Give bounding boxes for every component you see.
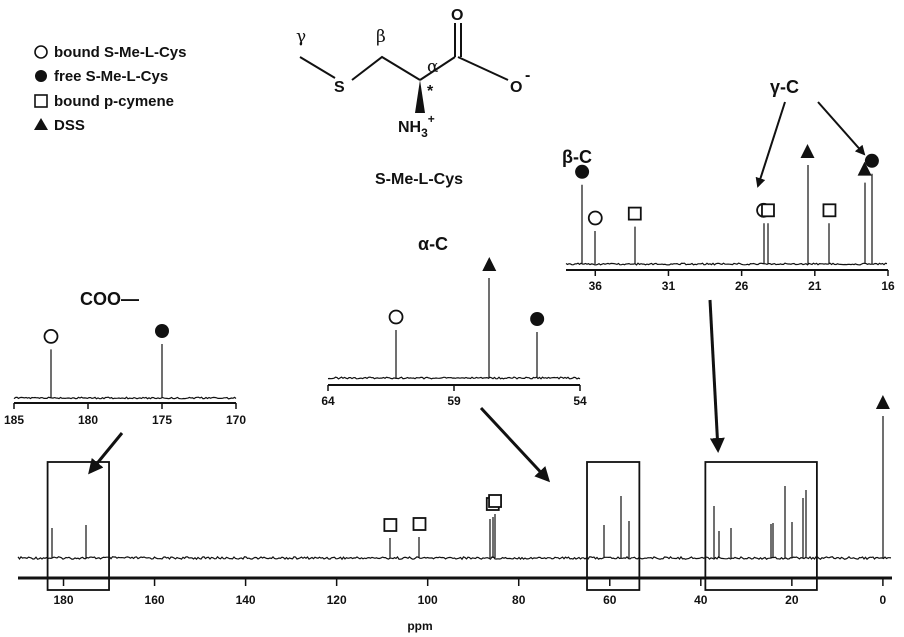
structure-name: S-Me-L-Cys	[375, 171, 463, 188]
x-tick-label: 140	[236, 593, 256, 607]
peak-marker-bound-cys	[587, 210, 603, 226]
inset-gamma-title: γ-C	[770, 77, 799, 97]
highlight-box	[704, 461, 818, 591]
legend-marker-free-cys	[35, 70, 47, 82]
inset-beta-title: β-C	[562, 147, 592, 167]
structure-bond-c-ominus	[457, 56, 509, 81]
structure-oxygen-minus: O	[510, 79, 522, 96]
inset-betagamma-panel: β-C γ-C 36 31 26 21 16	[562, 77, 895, 293]
gamma-arrow-right	[817, 101, 866, 156]
connector-arrow-alpha	[479, 406, 551, 483]
main-peak-markers	[383, 395, 890, 532]
x-tick-label: 59	[447, 394, 461, 408]
peak-marker-bound-cymene	[761, 203, 775, 218]
x-tick-label: 80	[512, 593, 526, 607]
peak-marker-bound-cymene	[383, 518, 398, 532]
structure-beta-label: β	[376, 27, 386, 47]
legend-marker-bound-cys	[34, 45, 48, 59]
highlight-box	[46, 461, 110, 591]
structure-amine: NH3+	[398, 112, 435, 140]
main-spectrum-panel: 180 160 140 120 100 80 60 40 20 0 ppm	[17, 395, 892, 633]
peak-marker-bound-cymene	[627, 206, 642, 221]
peak-marker-free-cys	[575, 164, 590, 179]
x-tick-label: 0	[880, 593, 887, 607]
connector-arrows	[88, 299, 725, 483]
inset-betagamma-markers	[575, 144, 879, 226]
inset-coo-panel: COO— 185 180 175 170	[4, 289, 246, 427]
inset-coo-title: COO—	[80, 289, 139, 309]
inset-alpha-title: α-C	[418, 234, 448, 254]
peak-marker-bound-cymene	[412, 517, 427, 531]
peak-marker-bound-cys	[43, 328, 59, 344]
legend-label: bound S-Me-L-Cys	[54, 44, 187, 61]
x-tick-label: 60	[603, 593, 617, 607]
chemical-structure: γ β α S O O - * NH3+ S-Me-L-Cys	[296, 7, 530, 188]
legend-marker-bound-cymene	[34, 94, 48, 108]
inset-alpha-ticks: 64 59 54	[321, 385, 587, 408]
x-tick-label: 54	[573, 394, 587, 408]
peak-marker-dss	[482, 257, 497, 271]
inset-coo-ticks: 185 180 175 170	[4, 403, 246, 427]
structure-alpha-label: α	[427, 57, 439, 77]
structure-charge-minus: -	[525, 67, 530, 84]
x-tick-label: 31	[662, 279, 676, 293]
x-tick-label: 185	[4, 413, 24, 427]
peak-marker-free-cys	[864, 153, 879, 168]
connector-arrow-betagamma	[708, 299, 725, 453]
structure-bond-s-cb-ca	[351, 55, 421, 81]
x-tick-label: 64	[321, 394, 335, 408]
x-tick-label: 180	[54, 593, 74, 607]
peak-marker-free-cys	[530, 312, 545, 326]
structure-gamma-label: γ	[296, 27, 306, 47]
structure-sulfur: S	[334, 79, 345, 96]
inset-coo-trace	[13, 344, 237, 400]
connector-arrow-coo	[88, 432, 124, 475]
inset-alpha-panel: α-C 64 59 54	[321, 234, 587, 408]
x-tick-label: 175	[152, 413, 172, 427]
main-x-axis-title: ppm	[407, 619, 432, 633]
x-tick-label: 36	[589, 279, 603, 293]
structure-chiral-star: *	[427, 83, 434, 100]
structure-bond-ch3-s	[299, 56, 336, 79]
x-tick-label: 21	[808, 279, 822, 293]
x-tick-label: 160	[145, 593, 165, 607]
peak-marker-dss	[875, 395, 890, 409]
main-x-axis-ticks: 180 160 140 120 100 80 60 40 20 0	[54, 578, 887, 607]
legend-label: bound p-cymene	[54, 93, 174, 110]
structure-wedge-bond	[415, 80, 425, 113]
gamma-arrow-left	[755, 101, 786, 188]
peak-marker-bound-cymene	[822, 203, 837, 218]
peak-marker-free-cys	[155, 324, 169, 338]
inset-alpha-markers	[388, 257, 545, 326]
x-tick-label: 100	[418, 593, 438, 607]
x-tick-label: 120	[327, 593, 347, 607]
highlight-boxes	[46, 461, 818, 591]
x-tick-label: 16	[881, 279, 895, 293]
x-tick-label: 20	[785, 593, 799, 607]
legend-label: free S-Me-L-Cys	[54, 68, 168, 85]
structure-oxygen: O	[451, 7, 463, 24]
x-tick-label: 40	[694, 593, 708, 607]
x-tick-label: 26	[735, 279, 749, 293]
peak-marker-bound-cys	[388, 309, 404, 325]
peak-marker-bound-cymene	[488, 494, 502, 508]
inset-coo-markers	[43, 324, 169, 344]
inset-betagamma-ticks: 36 31 26 21 16	[589, 270, 895, 293]
x-tick-label: 180	[78, 413, 98, 427]
legend: bound S-Me-L-Cys free S-Me-L-Cys bound p…	[34, 44, 187, 134]
structure-bond-ca-c	[419, 56, 456, 81]
legend-label: DSS	[54, 117, 85, 134]
main-spectrum-trace	[17, 416, 892, 561]
peak-marker-dss	[857, 161, 872, 176]
highlight-box	[586, 461, 641, 591]
inset-betagamma-trace	[565, 165, 888, 266]
legend-marker-dss	[34, 118, 48, 130]
peak-marker-dss	[800, 144, 815, 158]
x-tick-label: 170	[226, 413, 246, 427]
inset-alpha-trace	[327, 278, 581, 380]
